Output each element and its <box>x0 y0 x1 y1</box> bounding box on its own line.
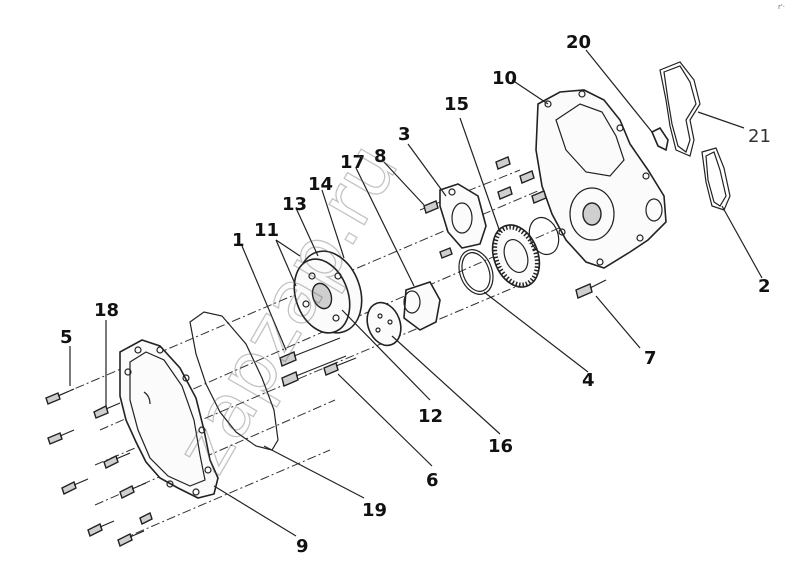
callout-9: 9 <box>296 536 309 557</box>
part-front-cover <box>119 339 219 499</box>
callout-5: 5 <box>60 327 73 348</box>
callout-18: 18 <box>94 300 119 321</box>
callout-6: 6 <box>426 470 439 491</box>
part-timing-gear <box>491 224 541 288</box>
part-ring-seal <box>528 216 560 256</box>
callout-labels: 1 2 3 4 5 6 7 8 9 10 11 12 13 14 15 16 1… <box>60 32 771 557</box>
callout-21: 21 <box>748 126 771 147</box>
part-o-ring <box>458 249 494 295</box>
part-pump-housing <box>439 183 487 249</box>
callout-20: 20 <box>566 32 591 53</box>
cover-bolts <box>439 156 547 259</box>
part-washer-plate <box>366 301 402 347</box>
part-cover-gasket <box>189 311 279 451</box>
callout-2: 2 <box>758 276 771 297</box>
callout-7: 7 <box>644 348 657 369</box>
callout-19: 19 <box>362 500 387 521</box>
part-inner-cover <box>535 89 667 269</box>
callout-14: 14 <box>308 174 333 195</box>
callout-3: 3 <box>398 124 411 145</box>
callout-1: 1 <box>232 230 245 251</box>
callout-8: 8 <box>374 146 387 167</box>
callout-15: 15 <box>444 94 469 115</box>
callout-11: 11 <box>254 220 279 241</box>
part-small-bolt <box>423 200 439 214</box>
corner-mark: r'· <box>778 3 785 11</box>
callout-17: 17 <box>340 152 365 173</box>
part-gasket-21 <box>659 61 701 157</box>
part-hub <box>403 281 441 331</box>
callout-4: 4 <box>582 370 595 391</box>
callout-10: 10 <box>492 68 517 89</box>
callout-13: 13 <box>282 194 307 215</box>
callout-16: 16 <box>488 436 513 457</box>
callout-12: 12 <box>418 406 443 427</box>
part-bolt-7 <box>575 283 593 299</box>
part-crank-pulley <box>293 250 363 334</box>
left-bolts <box>45 388 153 547</box>
part-seal-20 <box>650 126 669 152</box>
leader-lines <box>69 49 763 537</box>
center-bolts <box>279 337 357 387</box>
part-gasket-2 <box>701 147 731 211</box>
